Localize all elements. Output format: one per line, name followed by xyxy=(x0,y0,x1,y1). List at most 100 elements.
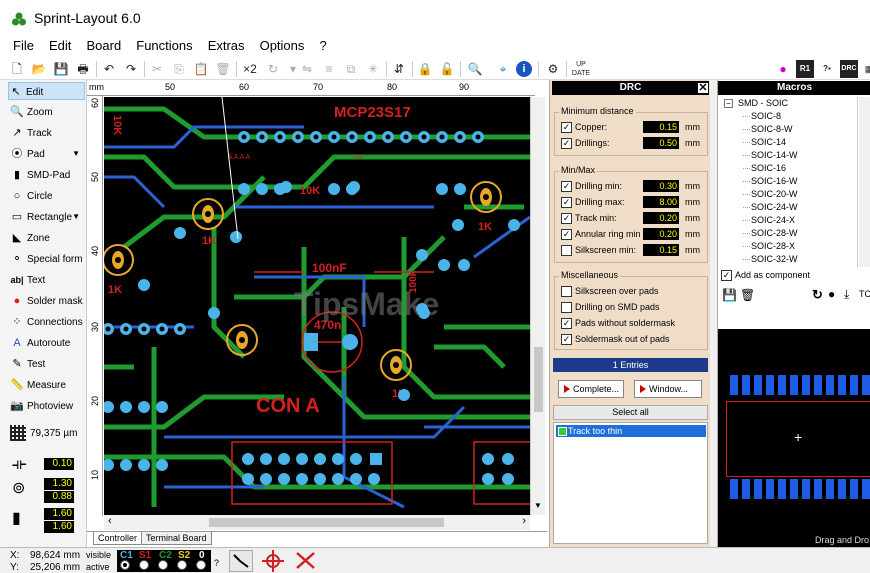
unlock-icon[interactable]: 🔓 xyxy=(439,62,455,76)
save-icon[interactable]: 💾 xyxy=(53,62,69,76)
menu-edit[interactable]: Edit xyxy=(49,38,72,53)
list-item[interactable]: SOIC-24-X xyxy=(751,215,795,225)
pads-without-soldermask-row[interactable]: ✓Pads without soldermask xyxy=(561,318,676,330)
layer-s1[interactable]: S1 xyxy=(139,550,152,561)
annular-ring-checkbox[interactable]: ✓ xyxy=(561,229,572,241)
print-icon[interactable]: 🖶 xyxy=(77,62,89,76)
tool-solder-mask[interactable]: ●Solder mask xyxy=(10,292,84,310)
record-macro-icon[interactable]: ● xyxy=(828,287,836,301)
menu-functions[interactable]: Functions xyxy=(136,38,193,53)
tool-smd-pad[interactable]: ▮SMD-Pad xyxy=(10,166,84,184)
tab-controller[interactable]: Controller xyxy=(93,532,143,545)
copper-checkbox[interactable]: ✓ xyxy=(561,122,572,134)
refresh-icon[interactable]: ↻ xyxy=(812,287,823,302)
list-item[interactable]: SOIC-24-W xyxy=(751,202,798,212)
tool-rectangle[interactable]: ▭Rectangle▼ xyxy=(10,208,84,226)
tool-edit[interactable]: ↖Edit xyxy=(8,82,85,100)
macro-tree-scrollbar[interactable] xyxy=(859,97,870,267)
soldermask-out-of-pads-row[interactable]: ✓Soldermask out of pads xyxy=(561,334,670,346)
drilling-max-checkbox[interactable]: ✓ xyxy=(561,197,572,209)
silkscreen-over-pads-checkbox[interactable] xyxy=(561,286,572,298)
layer-help[interactable]: ? xyxy=(214,558,220,568)
import-icon[interactable]: ⤓ xyxy=(844,287,850,301)
grid-selector[interactable]: 79,375 µm xyxy=(10,424,82,444)
macro-help-icon[interactable]: ?▪ xyxy=(823,64,831,73)
pads-without-soldermask-checkbox[interactable]: ✓ xyxy=(561,318,572,330)
active-layer-radio-0[interactable] xyxy=(196,560,206,570)
open-file-icon[interactable]: 📂 xyxy=(31,62,47,76)
tool-special-form[interactable]: ⚬Special form xyxy=(10,250,84,268)
save-macro-icon[interactable]: 💾 xyxy=(722,288,737,302)
list-item[interactable]: SOIC-16-W xyxy=(751,176,798,186)
zoom-search-icon[interactable]: 🔍 xyxy=(467,62,483,76)
info-icon[interactable]: i xyxy=(516,61,532,77)
active-layer-radio-c2[interactable] xyxy=(158,560,168,570)
group-icon[interactable]: ⧉ xyxy=(346,62,356,76)
drillings-checkbox[interactable]: ✓ xyxy=(561,138,572,150)
delete-macro-icon[interactable]: 🗑 xyxy=(740,288,756,302)
tool-text[interactable]: ab|Text xyxy=(10,271,84,289)
tool-zoom[interactable]: 🔍Zoom xyxy=(10,103,84,121)
complete-button[interactable]: Complete... xyxy=(558,380,624,398)
active-layer-radio-s1[interactable] xyxy=(139,560,149,570)
undo-icon[interactable]: ↶ xyxy=(103,62,115,76)
annular-ring-value[interactable]: 0.20 xyxy=(643,228,679,240)
list-item[interactable]: Track too thin xyxy=(556,425,706,437)
scroll-down-arrow-icon[interactable]: ▼ xyxy=(534,501,542,510)
smd-width-field[interactable]: 1.60 xyxy=(44,508,74,520)
scroll-left-arrow-icon[interactable]: ‹ xyxy=(108,515,112,527)
lock-icon[interactable]: 🔒 xyxy=(417,62,433,76)
layer-icon[interactable]: ⇵ xyxy=(393,62,405,76)
add-as-component-row[interactable]: ✓Add as component xyxy=(721,270,811,282)
snap-toggle[interactable] xyxy=(262,550,286,572)
canvas-horizontal-scrollbar[interactable]: ‹ › xyxy=(104,515,530,530)
tool-measure[interactable]: 📏Measure xyxy=(10,376,84,394)
copy-icon[interactable]: ⎘ xyxy=(174,62,184,76)
tool-photoview[interactable]: 📷Photoview xyxy=(10,397,84,415)
tool-track[interactable]: ↗Track xyxy=(10,124,84,142)
list-item[interactable]: SOIC-32-W xyxy=(751,254,798,264)
layer-s2[interactable]: S2 xyxy=(178,550,191,561)
delete-icon[interactable]: 🗑 xyxy=(215,62,231,76)
list-item[interactable]: SOIC-20-W xyxy=(751,189,798,199)
silkscreen-min-checkbox[interactable] xyxy=(561,245,572,257)
tool-pad[interactable]: ⦿Pad▼ xyxy=(10,145,84,163)
menu-board[interactable]: Board xyxy=(86,38,122,53)
window-button[interactable]: Window... xyxy=(634,380,702,398)
drilling-min-value[interactable]: 0.30 xyxy=(643,180,679,192)
mirror-icon[interactable]: ⇋ xyxy=(301,62,313,76)
list-item[interactable]: SOIC-14 xyxy=(751,137,786,147)
track-width-field[interactable]: 0.10 xyxy=(44,458,74,470)
add-as-component-checkbox[interactable]: ✓ xyxy=(721,270,732,282)
tool-circle[interactable]: ○Circle xyxy=(10,187,84,205)
copper-value[interactable]: 0.15 xyxy=(643,121,679,133)
drilling-min-checkbox[interactable]: ✓ xyxy=(561,181,572,193)
scroll-right-arrow-icon[interactable]: › xyxy=(522,515,526,527)
paste-icon[interactable]: 📋 xyxy=(193,62,209,76)
menu-file[interactable]: File xyxy=(13,38,34,53)
close-icon[interactable]: ✕ xyxy=(697,82,709,94)
silkscreen-min-value[interactable]: 0.15 xyxy=(643,244,679,256)
list-item[interactable]: SOIC-14-W xyxy=(751,150,798,160)
record-icon[interactable]: ● xyxy=(779,62,787,76)
pad-outer-field[interactable]: 1.30 xyxy=(44,478,74,490)
tree-folder-smd-soic[interactable]: SMD - SOIC xyxy=(738,98,789,108)
smd-height-field[interactable]: 1.60 xyxy=(44,521,74,533)
rubber-band-toggle[interactable] xyxy=(229,550,253,572)
pad-inner-field[interactable]: 0.88 xyxy=(44,491,74,503)
cut-icon[interactable]: ✂ xyxy=(151,62,163,76)
active-layer-radio-c1[interactable] xyxy=(120,560,130,570)
crosshair-icon[interactable]: ⌖ xyxy=(499,62,507,76)
track-min-value[interactable]: 0.20 xyxy=(643,212,679,224)
list-item[interactable]: SOIC-8-W xyxy=(751,124,793,134)
ungroup-icon[interactable]: ✳ xyxy=(367,62,379,76)
drc-toolbar-icon[interactable]: DRC xyxy=(840,60,858,78)
r1-icon[interactable]: R1 xyxy=(796,60,814,78)
soldermask-out-of-pads-checkbox[interactable]: ✓ xyxy=(561,334,572,346)
rotate-icon[interactable]: ↻ xyxy=(267,62,279,76)
tool-test[interactable]: ✎Test xyxy=(10,355,84,373)
track-min-checkbox[interactable]: ✓ xyxy=(561,213,572,225)
menu-extras[interactable]: Extras xyxy=(207,38,245,53)
select-all-button[interactable]: Select all xyxy=(553,405,708,420)
